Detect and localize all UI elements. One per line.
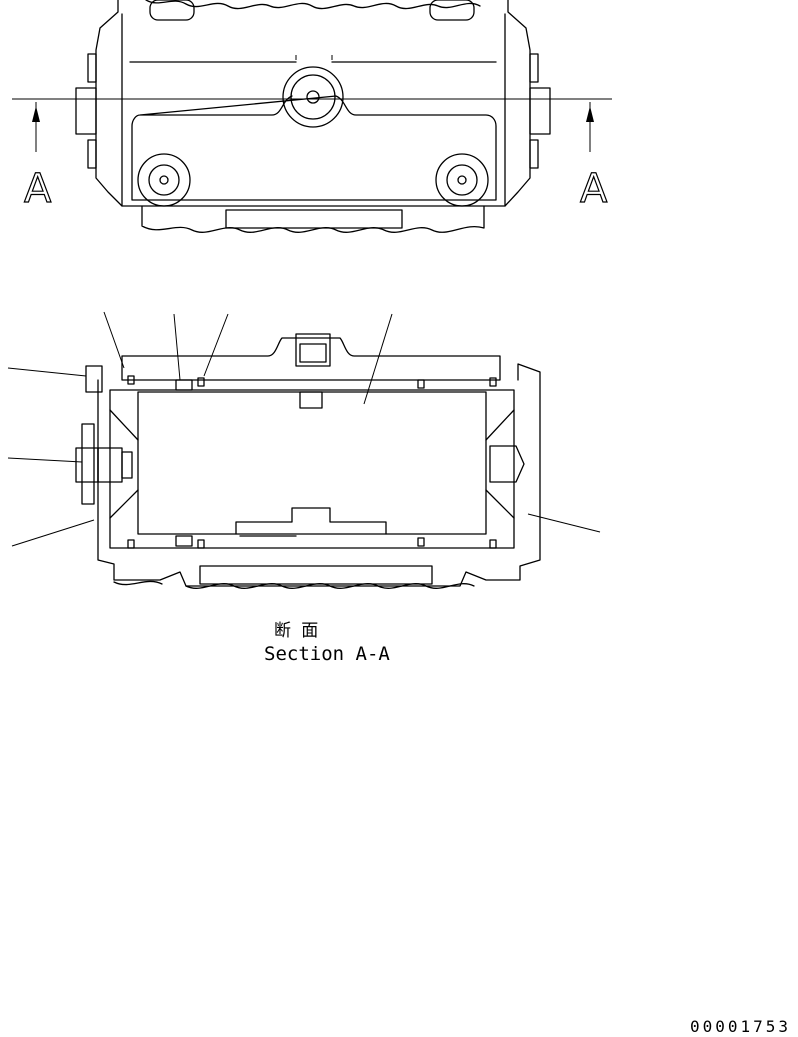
top-view: A A: [12, 0, 612, 233]
view-marker-left: A: [24, 166, 52, 212]
drawing-number: 00001753: [690, 1017, 791, 1036]
section-caption-english: Section A-A: [264, 643, 390, 665]
section-view: [7, 311, 601, 589]
view-marker-right: A: [580, 166, 608, 212]
section-caption-japanese: 断 面: [274, 621, 318, 641]
